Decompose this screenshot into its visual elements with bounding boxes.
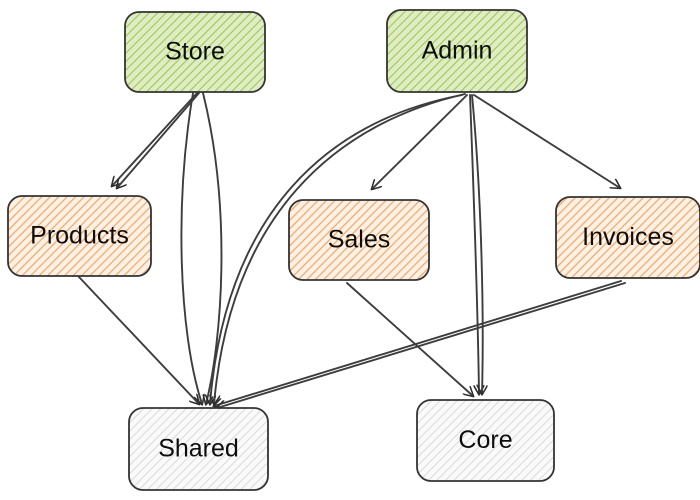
edge-layer [78,92,626,408]
node-label-core: Core [458,426,512,454]
node-shape-admin[interactable] [386,9,528,93]
edge-store-products [112,92,198,186]
edge-store-shared-b [202,92,223,404]
node-store[interactable]: Store [124,11,266,93]
edge-admin-shared [210,94,463,404]
edge-admin-invoices [473,94,620,188]
edge-invoices-shared-2 [217,282,626,408]
edge-admin-sales [372,94,468,189]
node-products[interactable]: Products [7,195,152,277]
node-shape-store[interactable] [124,11,266,93]
node-shape-core[interactable] [416,399,555,482]
node-shape-shared[interactable] [128,407,269,491]
node-label-store: Store [165,38,225,66]
edge-invoices-shared [214,280,622,406]
edge-admin-shared-2 [214,93,466,404]
node-label-products: Products [30,222,129,250]
edge-admin-core-2 [471,94,483,394]
node-shape-products[interactable] [7,195,152,277]
edge-admin-core [469,94,479,394]
node-shape-sales[interactable] [288,199,430,281]
node-admin[interactable]: Admin [386,9,528,93]
node-label-admin: Admin [422,37,493,65]
edge-store-shared-a [180,92,202,404]
node-shape-invoices[interactable] [555,196,700,279]
edge-products-shared [78,276,199,404]
edge-sales-core [346,282,473,396]
node-core[interactable]: Core [416,399,555,482]
node-sales[interactable]: Sales [288,199,430,281]
edge-store-products-2 [117,92,200,188]
node-invoices[interactable]: Invoices [555,196,700,279]
node-label-shared: Shared [158,435,239,463]
node-shared[interactable]: Shared [128,407,269,491]
node-label-sales: Sales [328,226,391,254]
node-label-invoices: Invoices [582,223,674,251]
